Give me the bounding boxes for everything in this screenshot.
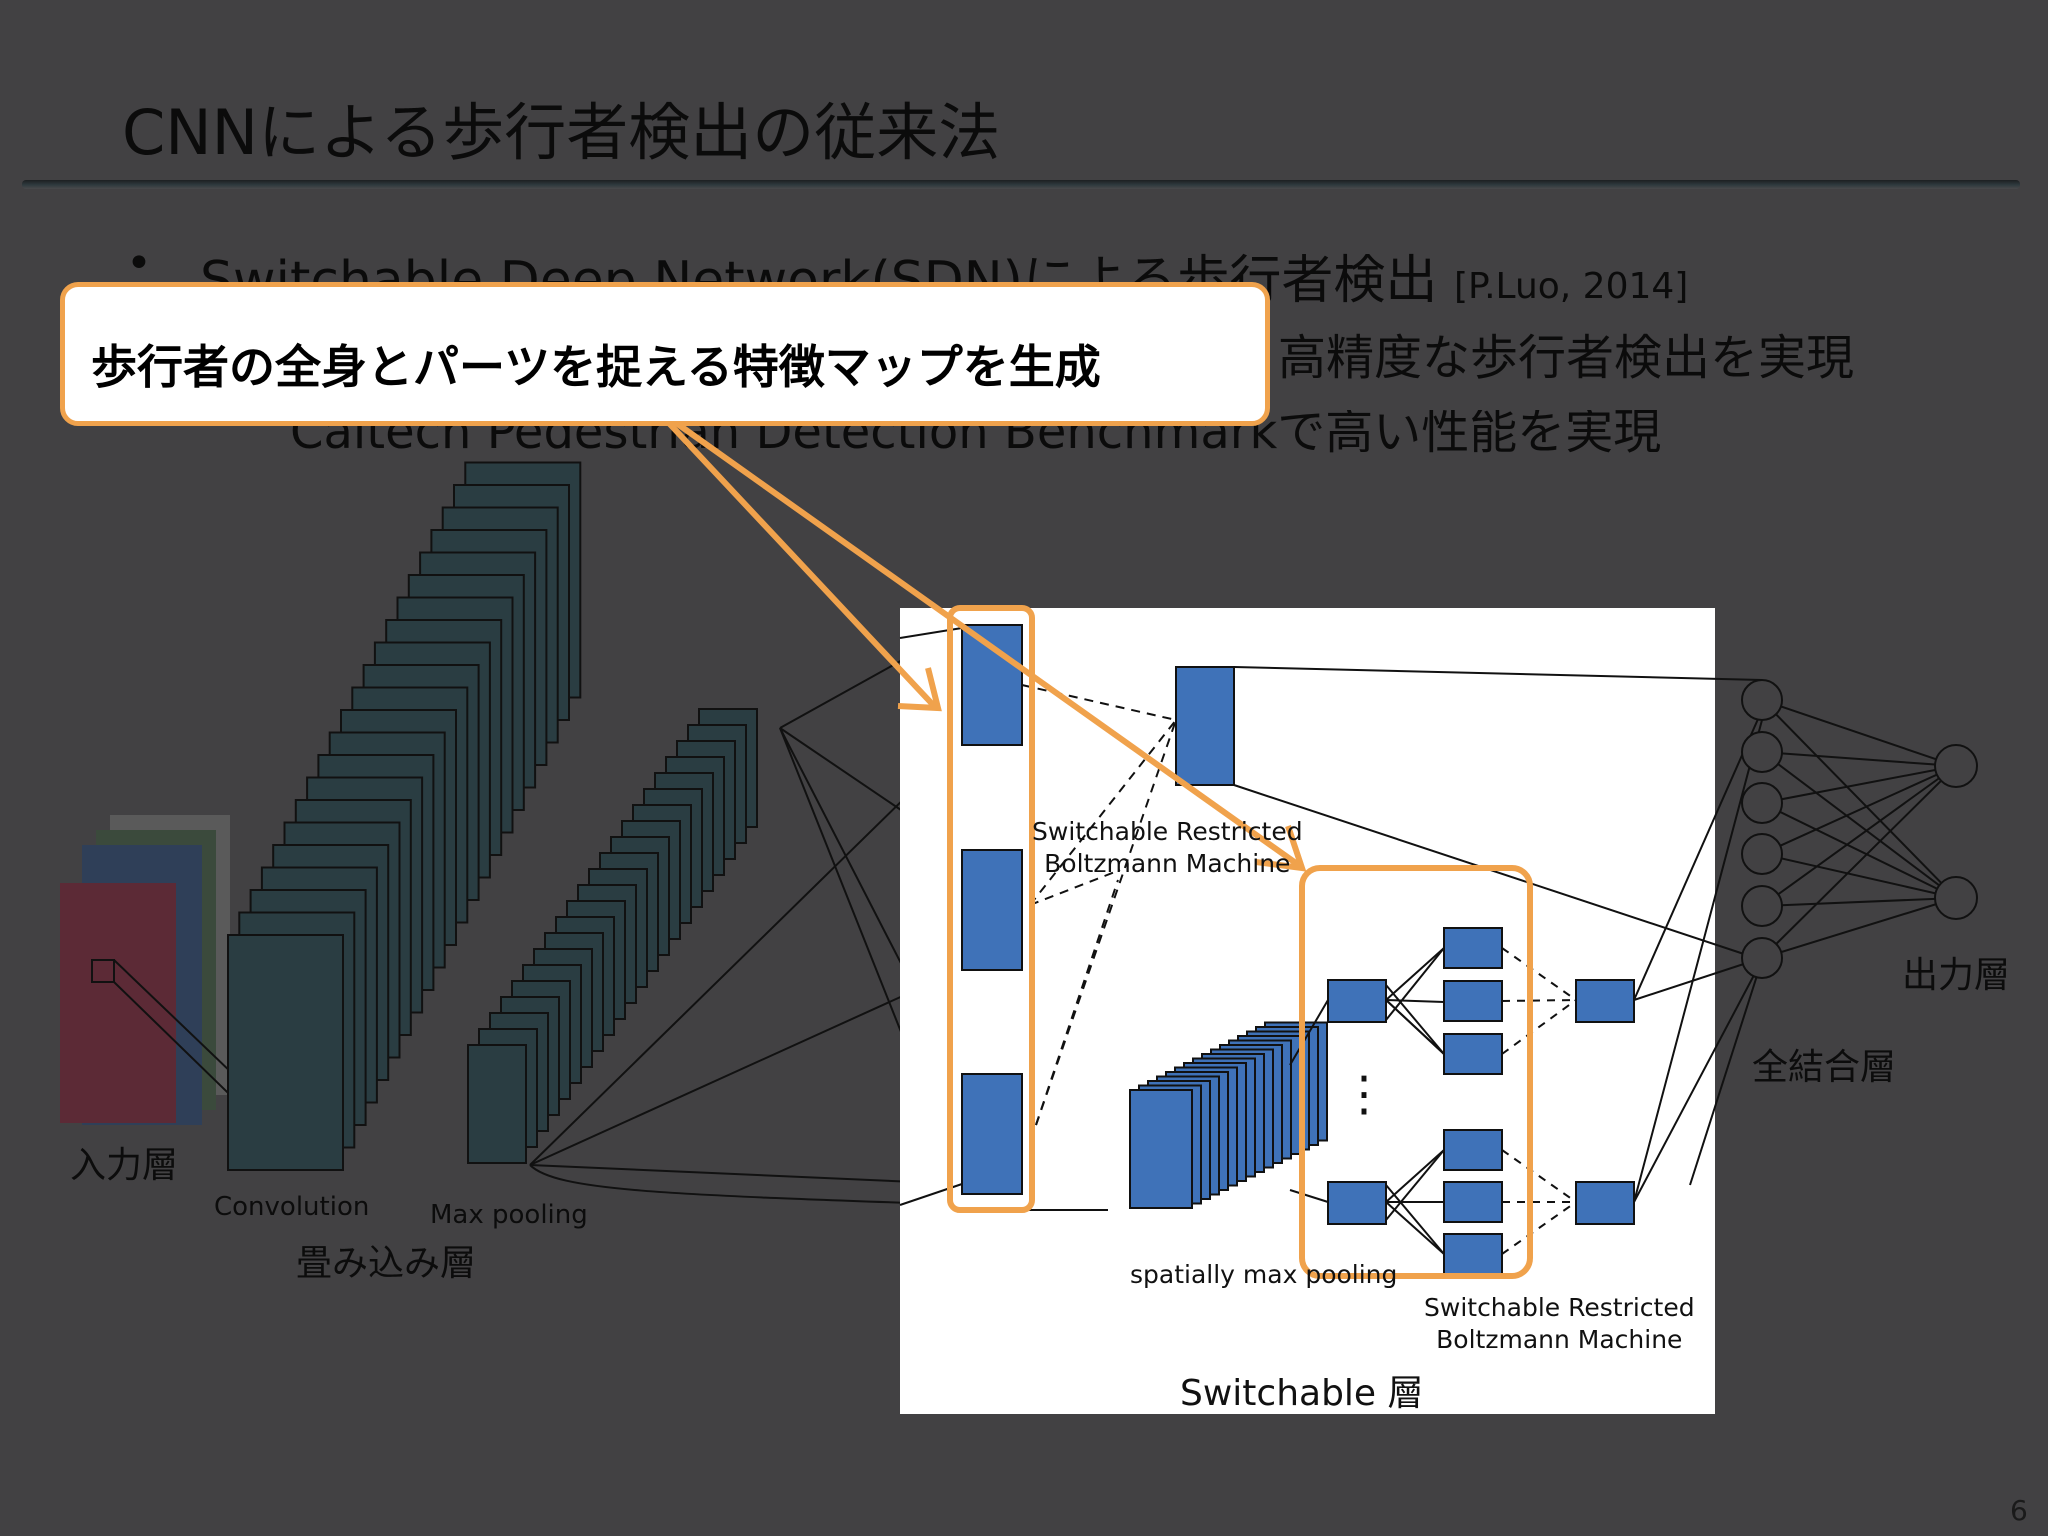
fc-edge [1761,699,1957,899]
srbm-bottom-line2: Boltzmann Machine [1436,1325,1683,1354]
conv-map [227,934,344,1171]
title-rule [22,180,2020,189]
fc-edge [1761,765,1957,907]
fc-node [1741,885,1783,927]
srbm-bottom-label: Switchable Restricted Boltzmann Machine [1424,1292,1695,1356]
fc-edge [1761,897,1957,959]
callout-text: 歩行者の全身とパーツを捉える特徴マップを生成 [91,340,1101,394]
callout-box: 歩行者の全身とパーツを捉える特徴マップを生成 [60,282,1270,426]
fully-connected-network [1741,679,1978,979]
fc-node [1741,679,1783,721]
input-images [60,815,259,1125]
fc-edge [1761,699,1957,767]
fc-node [1741,937,1783,979]
input-layer-label: 入力層 [70,1145,179,1186]
srbm-top-line1: Switchable Restricted [1032,817,1303,846]
conv-layer-label: 畳み込み層 [296,1243,477,1284]
slide-title: CNNによる歩行者検出の従来法 [122,96,1001,169]
switchable-layer-label: Switchable 層 [1180,1373,1424,1414]
output-node [1934,744,1978,788]
fully-connected-label: 全結合層 [1752,1047,1897,1088]
spatial-pooling-label: spatially max pooling [1130,1260,1398,1289]
ellipsis: ⋮ [1340,1066,1388,1122]
page-number: 6 [2010,1494,2028,1527]
fc-node [1741,782,1783,824]
fc-edge [1761,751,1957,899]
fc-edge [1761,802,1957,899]
fc-edge [1761,751,1957,767]
fc-edge [1761,853,1957,899]
fc-edge [1761,897,1957,907]
spatial-pool-map [1129,1089,1193,1209]
pool-map [467,1044,527,1164]
fc-node [1741,731,1783,773]
conv-feature-maps [227,461,582,1171]
pool-feature-maps [467,708,758,1164]
convolution-label: Convolution [214,1192,370,1222]
srbm-top-label: Switchable Restricted Boltzmann Machine [1032,816,1303,880]
output-layer-label: 出力層 [1902,955,2011,996]
sub-bullet-1: 高精度な歩行者検出を実現 [1278,330,1855,386]
fc-edge [1761,765,1957,804]
srbm-top-line2: Boltzmann Machine [1044,849,1291,878]
fc-edge [1761,765,1957,855]
fc-edge [1761,765,1957,959]
max-pooling-label: Max pooling [430,1200,588,1230]
citation: [P.Luo, 2014] [1453,266,1689,307]
output-node [1934,876,1978,920]
sdn-structure [899,624,1763,1275]
bullet-marker: • [126,238,152,289]
highlight-annotations [663,417,1533,1279]
fc-node [1741,833,1783,875]
srbm-bottom-line1: Switchable Restricted [1424,1293,1695,1322]
